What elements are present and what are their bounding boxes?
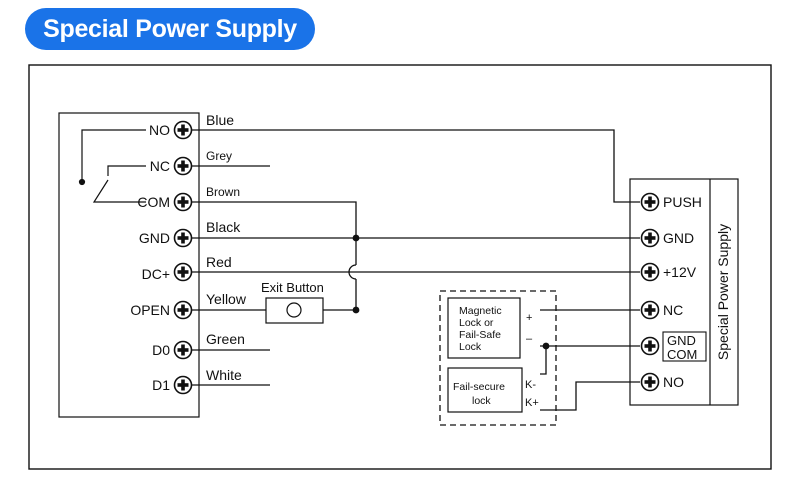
screw-terminal-icon (640, 336, 660, 356)
lock-group-box (439, 290, 557, 426)
magnetic-lock-label-3: Fail-Safe (459, 329, 501, 341)
fail-secure-label-1: Fail-secure (453, 381, 505, 393)
psu-gnd-com-box (662, 331, 707, 362)
psu-label-gnd2: GND (667, 333, 696, 348)
terminal-label-com: COM (137, 194, 170, 210)
psu-label-nc: NC (663, 302, 683, 318)
screw-terminal-icon (640, 372, 660, 392)
psu-label-com: COM (667, 347, 697, 362)
psu-label-12v: +12V (663, 264, 697, 280)
screw-terminal-icon (640, 262, 660, 282)
wire-label-red: Red (206, 254, 232, 270)
junction-dot (352, 306, 360, 314)
fail-secure-k-minus: K- (525, 379, 536, 391)
relay-contact-symbol (78, 129, 146, 203)
junction-dot (352, 234, 360, 242)
wire-label-brown: Brown (206, 185, 240, 199)
exit-button-label: Exit Button (261, 280, 324, 295)
terminal-label-dc: DC+ (142, 266, 170, 282)
magnetic-lock-label-4: Lock (459, 341, 482, 353)
screw-terminal-icon (173, 156, 193, 176)
magnetic-lock-label-1: Magnetic (459, 305, 502, 317)
terminal-label-open: OPEN (130, 302, 170, 318)
power-supply-box (629, 178, 739, 406)
wire-blue (192, 129, 640, 203)
wire-group (192, 129, 640, 411)
controller-box (58, 112, 200, 418)
wire-k-minus (540, 346, 547, 375)
fail-secure-label-2: lock (472, 395, 491, 407)
psu-label-push: PUSH (663, 194, 702, 210)
terminal-label-no: NO (149, 122, 170, 138)
screw-terminal-icon (173, 375, 193, 395)
fail-secure-k-plus: K+ (525, 397, 539, 409)
diagram-frame (28, 64, 772, 470)
power-supply-title: Special Power Supply (715, 224, 731, 360)
wire-label-green: Green (206, 331, 245, 347)
wire-psu-no (540, 381, 640, 411)
magnetic-lock-minus: – (526, 333, 533, 345)
exit-button-circle-icon (286, 302, 302, 318)
magnetic-lock-label-2: Lock or (459, 317, 494, 329)
screw-terminal-icon (173, 262, 193, 282)
screw-terminal-icon (173, 192, 193, 212)
wire-label-white: White (206, 367, 242, 383)
psu-label-gnd: GND (663, 230, 694, 246)
screw-terminal-icon (640, 192, 660, 212)
terminal-label-d1: D1 (152, 377, 170, 393)
wire-label-yellow: Yellow (206, 291, 247, 307)
screw-terminal-icon (173, 340, 193, 360)
magnetic-lock-plus: + (526, 312, 532, 324)
wire-label-grey: Grey (206, 149, 232, 163)
screw-terminal-icon (173, 228, 193, 248)
fail-secure-lock-box (447, 367, 523, 413)
junction-dot (542, 342, 550, 350)
screw-terminal-icon (640, 300, 660, 320)
screw-terminal-icon (173, 300, 193, 320)
terminal-label-nc: NC (150, 158, 170, 174)
screw-terminal-icon (173, 120, 193, 140)
terminal-label-d0: D0 (152, 342, 170, 358)
wire-brown (192, 201, 357, 238)
terminal-label-gnd: GND (139, 230, 170, 246)
screw-terminal-icon (640, 228, 660, 248)
wire-label-blue: Blue (206, 112, 234, 128)
psu-label-no: NO (663, 374, 684, 390)
magnetic-lock-box (447, 297, 521, 359)
wire-label-black: Black (206, 219, 241, 235)
page-title: Special Power Supply (25, 8, 315, 50)
